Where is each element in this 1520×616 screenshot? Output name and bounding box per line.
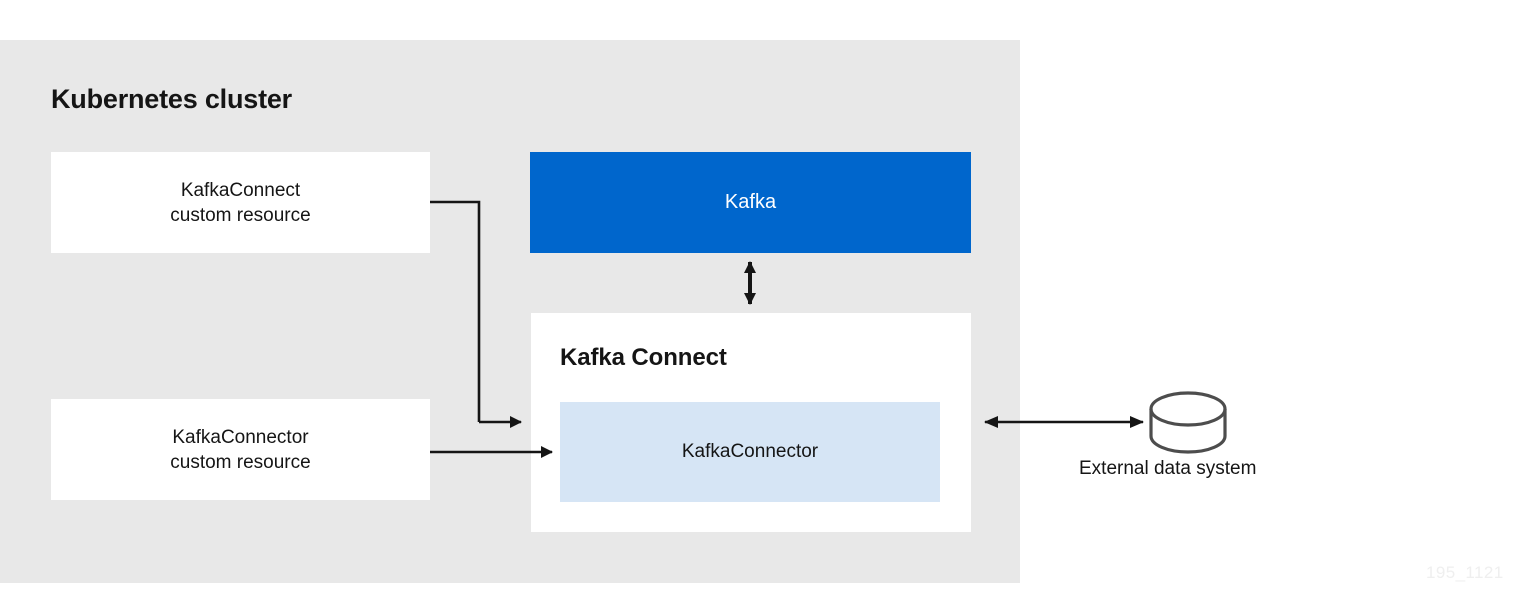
kubernetes-cluster-title: Kubernetes cluster xyxy=(51,84,292,114)
kafkaconnect-cr-label: KafkaConnect custom resource xyxy=(170,178,310,228)
kafkaconnect-cr-line1: KafkaConnect xyxy=(180,179,301,201)
node-kafkaconnector-instance: KafkaConnector xyxy=(560,402,940,502)
kafkaconnector-cr-line2: custom resource xyxy=(170,451,311,473)
external-data-system-label: External data system xyxy=(1079,458,1257,479)
node-kafka: Kafka xyxy=(530,152,971,253)
kafkaconnector-cr-label: KafkaConnector custom resource xyxy=(170,425,310,475)
kafkaconnector-instance-label: KafkaConnector xyxy=(681,441,819,462)
kafka-label: Kafka xyxy=(724,191,777,213)
watermark-id: 195_1121 xyxy=(1426,563,1504,582)
node-kafkaconnect-custom-resource: KafkaConnect custom resource xyxy=(51,152,430,253)
kafka-connect-title: Kafka Connect xyxy=(560,344,727,371)
node-kafka-connect: Kafka Connect KafkaConnector xyxy=(531,313,971,532)
kafkaconnector-cr-line1: KafkaConnector xyxy=(172,426,309,448)
node-kafkaconnector-custom-resource: KafkaConnector custom resource xyxy=(51,399,430,500)
kafkaconnect-cr-line2: custom resource xyxy=(170,204,311,226)
database-cylinder-icon xyxy=(1149,391,1227,454)
